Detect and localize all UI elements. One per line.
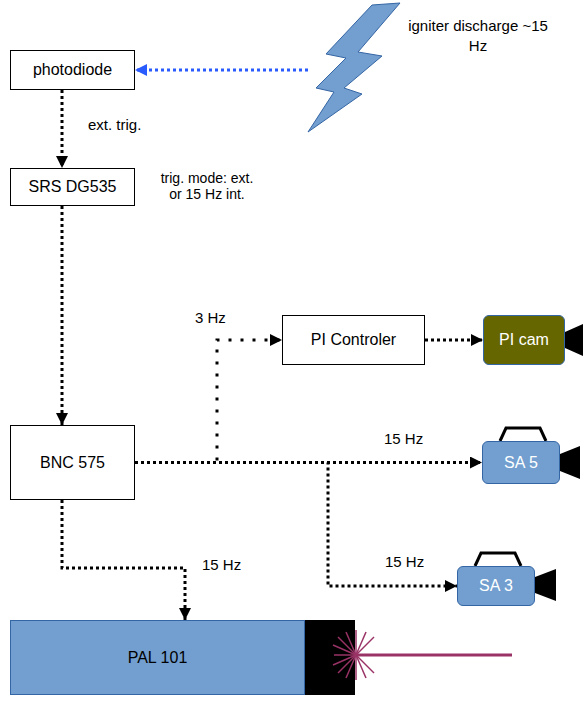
camera-handle (475, 553, 521, 566)
signal-label: 3 Hz (193, 309, 228, 326)
node-label: PAL 101 (128, 649, 188, 667)
camera-handle (500, 428, 546, 441)
trigger-connector (61, 90, 64, 168)
laser-beam (356, 654, 512, 657)
trigger-connector (62, 500, 185, 620)
camera-lens (565, 324, 583, 356)
trigger-connector (135, 463, 457, 587)
camera: SA 5 (482, 441, 560, 484)
node-label: photodiode (33, 61, 112, 79)
camera-lens (535, 569, 556, 601)
node-label: SA 3 (479, 577, 513, 595)
device-box: photodiode (10, 50, 135, 90)
node-label: SA 5 (504, 454, 538, 472)
igniter-discharge: igniter discharge ~15 Hz (300, 0, 410, 135)
trigger-connector (135, 340, 282, 463)
trigger-connector (425, 339, 483, 342)
camera-lens (560, 446, 580, 479)
signal-label: 15 Hz (383, 553, 426, 570)
signal-label: 15 Hz (200, 556, 243, 573)
camera: SA 3 (457, 566, 535, 606)
signal-label: 15 Hz (382, 430, 425, 447)
laser-box: PAL 101 (10, 620, 305, 695)
node-label: PI Controler (311, 331, 396, 349)
trigger-connector (135, 461, 482, 464)
device-box: SRS DG535 (10, 168, 135, 206)
controller-box: PI Controler (282, 315, 425, 365)
lightning-symbol (300, 0, 410, 135)
laser-head (305, 620, 355, 695)
trigger-connector (135, 69, 308, 72)
node-label: SRS DG535 (28, 178, 116, 196)
note-label: trig. mode: ext. or 15 Hz int. (158, 170, 256, 202)
trigger-label: igniter discharge ~15 Hz (408, 16, 548, 55)
device-box: BNC 575 (10, 425, 135, 500)
node-label: BNC 575 (40, 454, 105, 472)
camera: PI cam (483, 315, 565, 365)
signal-label: ext. trig. (86, 116, 143, 133)
trigger-connector (61, 206, 64, 425)
node-label: PI cam (499, 331, 549, 349)
